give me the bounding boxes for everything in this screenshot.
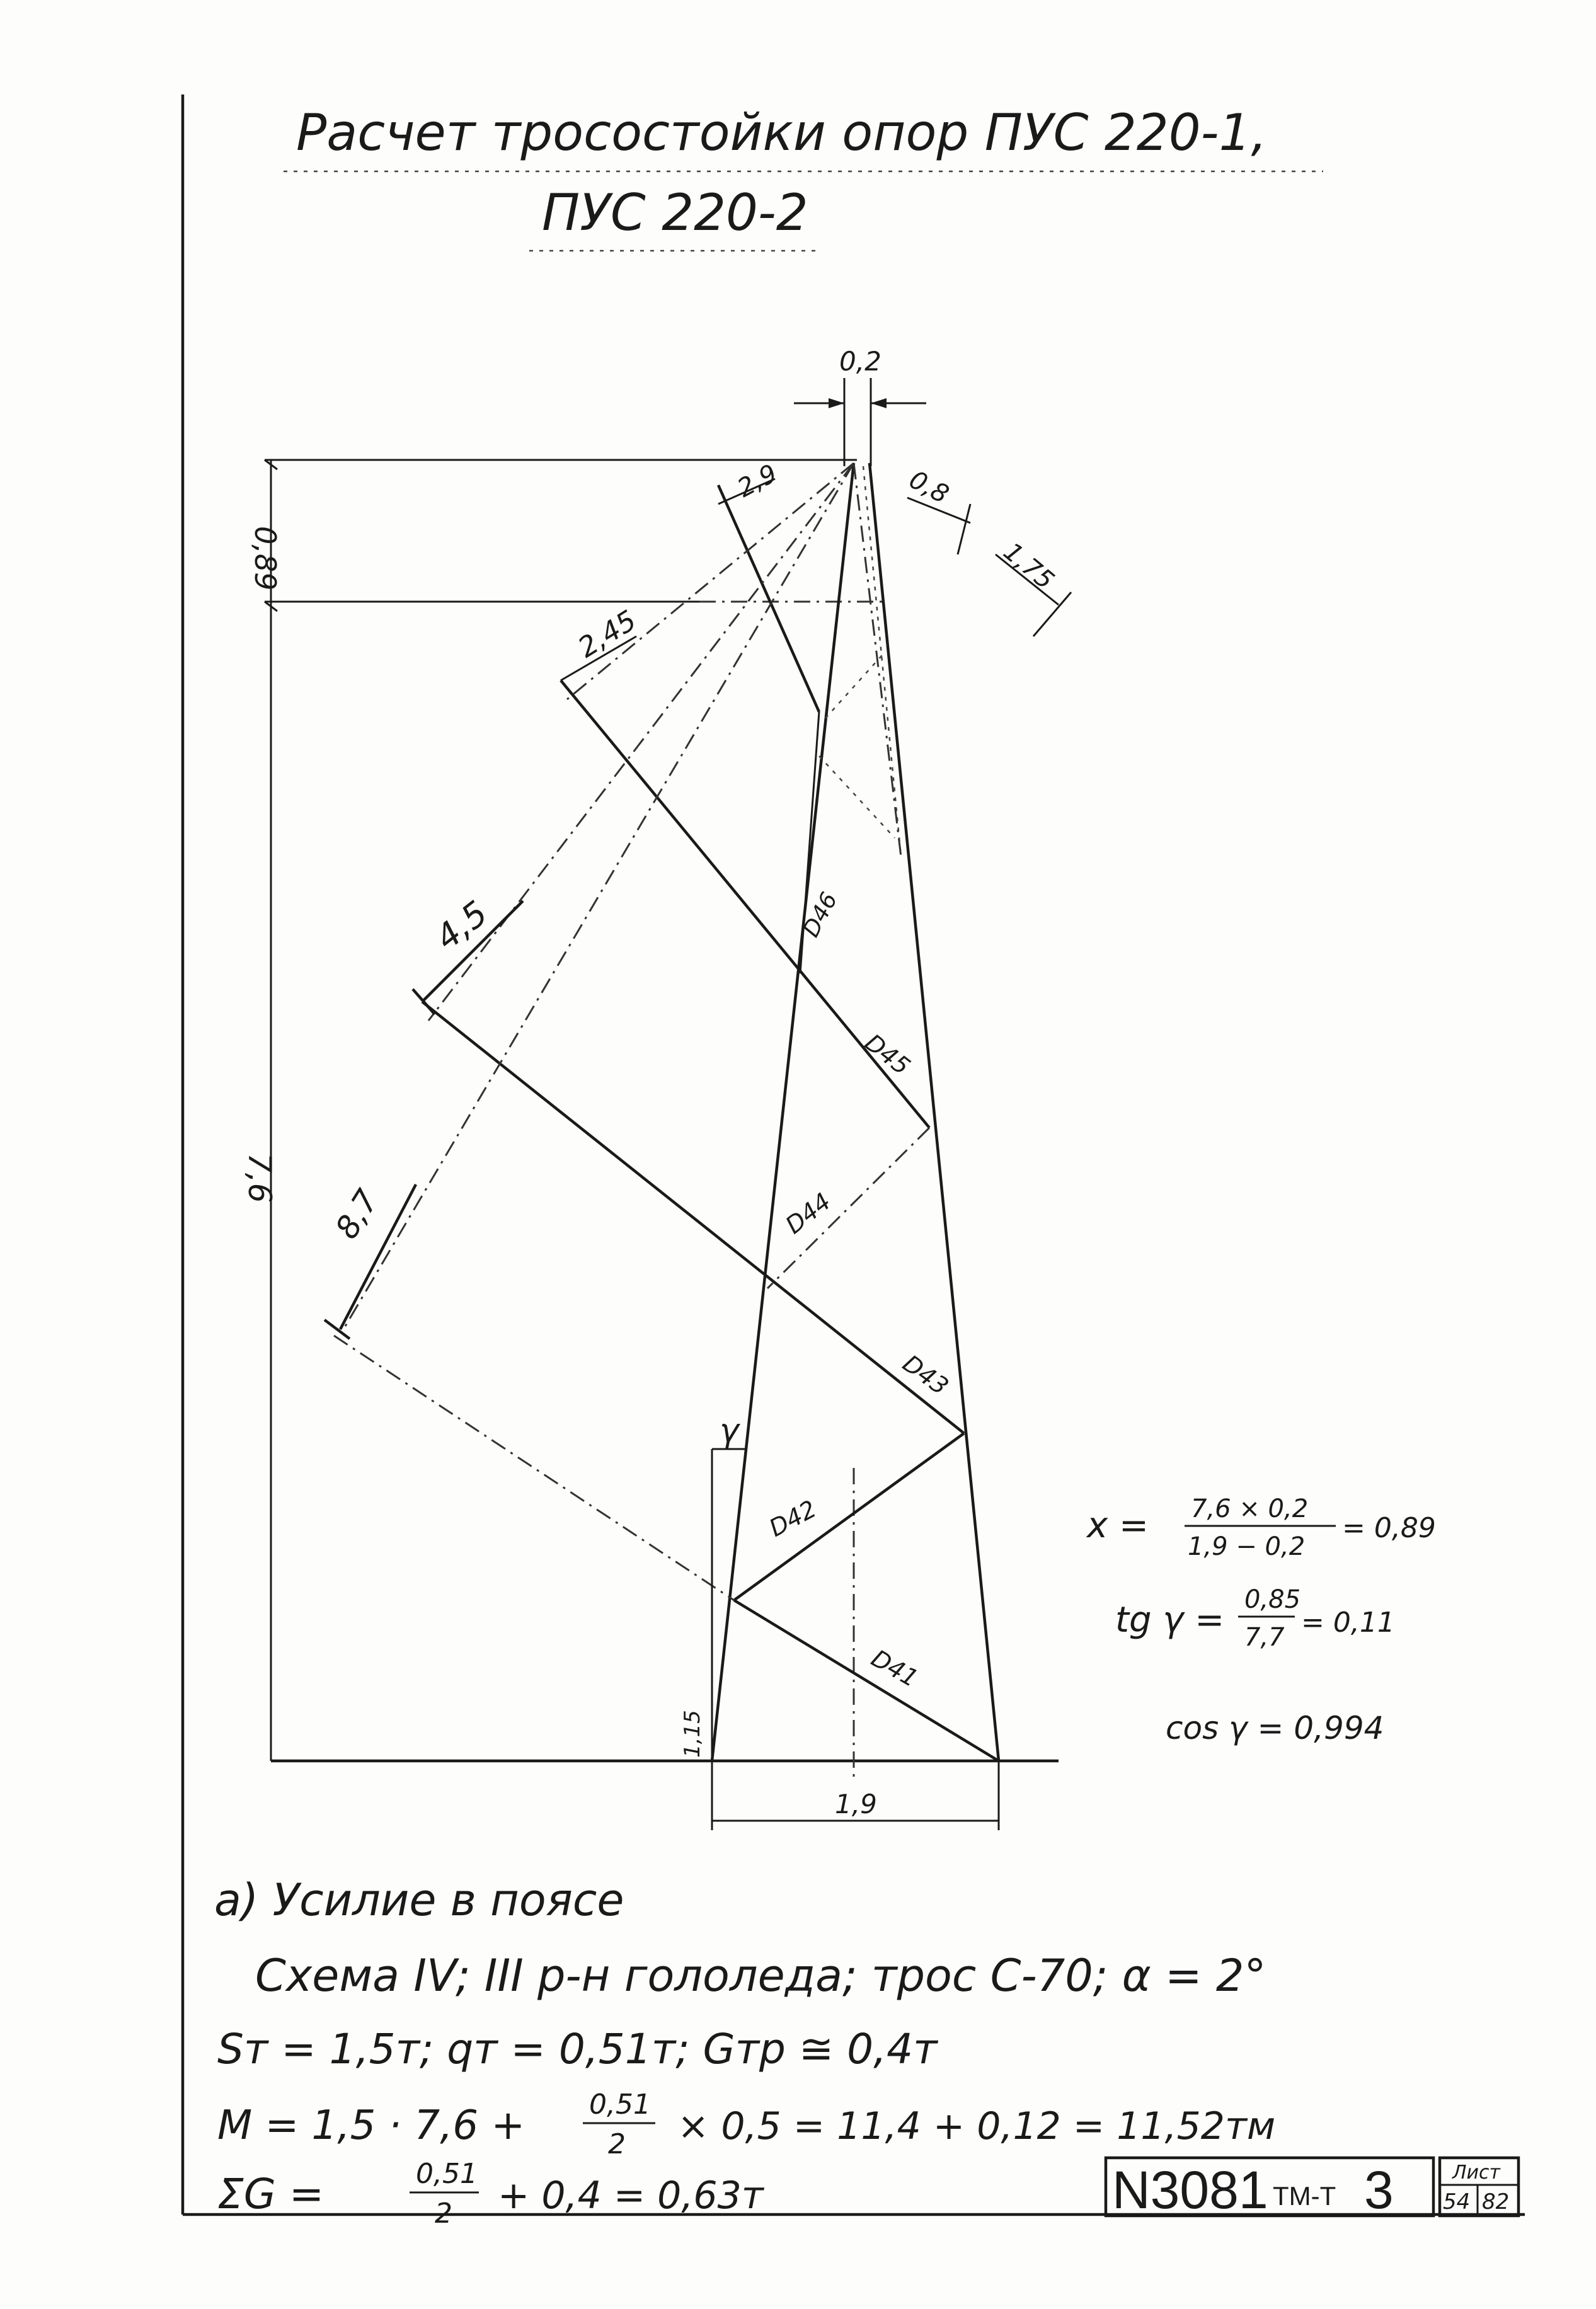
label-d43: D43 — [898, 1349, 954, 1401]
dim-arm-b: 0,8 — [904, 465, 953, 509]
diagonal-d42 — [733, 1432, 965, 1601]
tower-right-leg — [868, 462, 1001, 1762]
diagonal-d44 — [766, 1126, 931, 1290]
height-tick-top — [264, 459, 278, 471]
formula-x-den: 1,9 − 0,2 — [1188, 1532, 1305, 1561]
arm-tick-c — [1032, 592, 1072, 637]
formula-tg-res: = 0,11 — [1301, 1607, 1395, 1639]
label-d42: D42 — [765, 1495, 821, 1542]
sheet-label: Лист — [1452, 2162, 1501, 2184]
dim-arm-f: 8,7 — [328, 1183, 386, 1245]
calc-scheme: Схема IV; III р-н гололеда; трос С-70; α… — [255, 1950, 1266, 2002]
sheet-number: 54 — [1443, 2189, 1470, 2214]
formula-tg-den: 7,7 — [1244, 1623, 1285, 1652]
calc-g-suffix: + 0,4 = 0,63т — [498, 2174, 765, 2218]
diagonal-d41-extension — [333, 1334, 735, 1601]
formula-cos: cos γ = 0,994 — [1166, 1710, 1384, 1746]
formula-x-lhs: x = — [1086, 1505, 1149, 1546]
formula-x-num: 7,6 × 0,2 — [1191, 1494, 1308, 1523]
arm-tick-d — [560, 635, 637, 682]
arm-tick-e — [411, 988, 436, 1016]
calc-moment-num: 0,51 — [589, 2088, 651, 2121]
dim-foot: 1,15 — [680, 1710, 705, 1758]
gap-arrowhead-left — [829, 398, 844, 408]
arm-tick-b-end — [956, 503, 972, 555]
dim-arm-a: 2,9 — [733, 459, 782, 503]
formula-x-res: = 0,89 — [1342, 1512, 1436, 1544]
stamp-part: 3 — [1364, 2160, 1394, 2220]
diagonal-d43 — [421, 1000, 965, 1435]
arm-tick-a — [718, 478, 776, 505]
arm-tick-f — [323, 1319, 351, 1340]
diagonal-d45 — [560, 679, 931, 1129]
title-line-1: Расчет тросостойки опор ПУС 220-1, — [296, 103, 1267, 162]
diagonal-d46-upper — [716, 484, 821, 713]
construction-line-4 — [853, 462, 902, 857]
calc-loads: Sт = 1,5т; qт = 0,51т; Gтр ≅ 0,4т — [217, 2025, 939, 2073]
calc-g-num: 0,51 — [416, 2158, 478, 2190]
construction-line-1 — [566, 462, 854, 701]
stamp-code: N3081 — [1112, 2160, 1268, 2220]
diagonal-d46 — [799, 711, 820, 974]
dim-top-gap: 0,2 — [839, 346, 881, 377]
calc-moment-prefix: M = 1,5 · 7,6 + — [217, 2102, 525, 2149]
diagonal-d41 — [733, 1599, 1000, 1762]
calc-g-den: 2 — [435, 2197, 452, 2230]
dim-base-width: 1,9 — [835, 1789, 877, 1819]
formula-tg-lhs: tg γ = — [1115, 1600, 1224, 1641]
label-d45: D45 — [859, 1028, 915, 1080]
calc-moment-den: 2 — [608, 2128, 626, 2160]
construction-line-3 — [342, 462, 855, 1330]
stamp-frame — [1104, 2156, 1435, 2218]
dim-arm-e: 4,5 — [428, 893, 495, 958]
construction-line-2 — [427, 462, 855, 1021]
arm-dim-e — [421, 900, 524, 1003]
cap-brace-1 — [825, 655, 883, 719]
title-line-2: ПУС 220-2 — [542, 183, 808, 242]
arm-dim-f — [339, 1183, 417, 1331]
cap-brace-2 — [818, 755, 895, 839]
calc-moment-suffix: × 0,5 = 11,4 + 0,12 = 11,52тм — [677, 2104, 1275, 2148]
sheet-box — [1438, 2156, 1520, 2218]
calc-g-prefix: ΣG = — [217, 2170, 324, 2218]
gap-arrowhead-right — [871, 398, 887, 408]
tower-left-leg — [710, 462, 856, 1762]
stamp-series: ТМ-Т — [1273, 2181, 1336, 2211]
dim-arm-c: 1,75 — [998, 537, 1060, 595]
cap-brace-3 — [862, 466, 902, 857]
label-d44: D44 — [780, 1188, 835, 1239]
arm-tick-b — [907, 496, 971, 524]
height-tick-mid — [264, 600, 278, 612]
dim-arm-d: 2,45 — [573, 604, 642, 664]
dim-top-height: 0,89 — [248, 526, 282, 590]
sheet-total: 82 — [1482, 2189, 1509, 2214]
calc-heading: а) Усилие в поясе — [214, 1874, 624, 1926]
formula-tg-num: 0,85 — [1244, 1585, 1300, 1614]
arm-dim-c — [995, 553, 1059, 606]
dim-total-height: 7,6 — [241, 1153, 278, 1203]
gamma-label: γ — [720, 1412, 741, 1450]
